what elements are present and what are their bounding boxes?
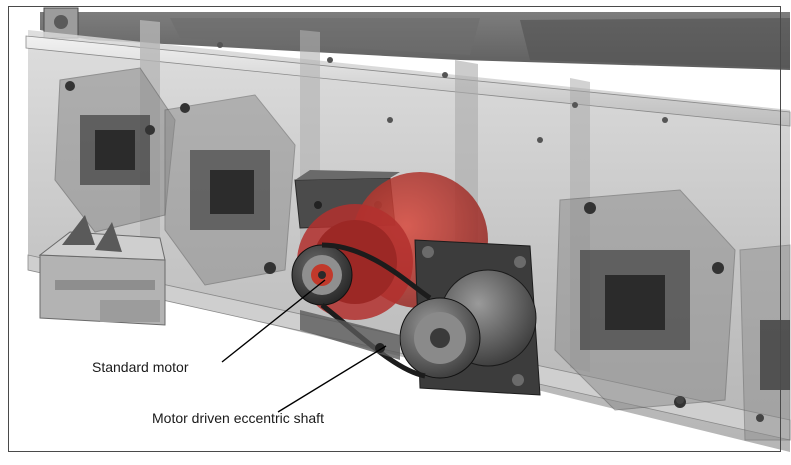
- callout-standard-motor: Standard motor: [92, 359, 189, 375]
- spring-housing-right: [554, 189, 736, 411]
- spring-housing-far-right: [739, 244, 791, 441]
- leader-standard-motor: [221, 279, 326, 363]
- standard-motor-pulley: [291, 244, 353, 306]
- leader-eccentric-shaft: [277, 345, 387, 413]
- eccentric-shaft-pulley: [399, 239, 541, 396]
- callout-eccentric-shaft: Motor driven eccentric shaft: [152, 410, 324, 426]
- mount-bracket: [38, 215, 166, 326]
- top-deck: [40, 12, 790, 70]
- spring-housing-center-left: [164, 94, 296, 286]
- callout-leaders: [221, 279, 387, 413]
- wall-bolts: [217, 42, 764, 422]
